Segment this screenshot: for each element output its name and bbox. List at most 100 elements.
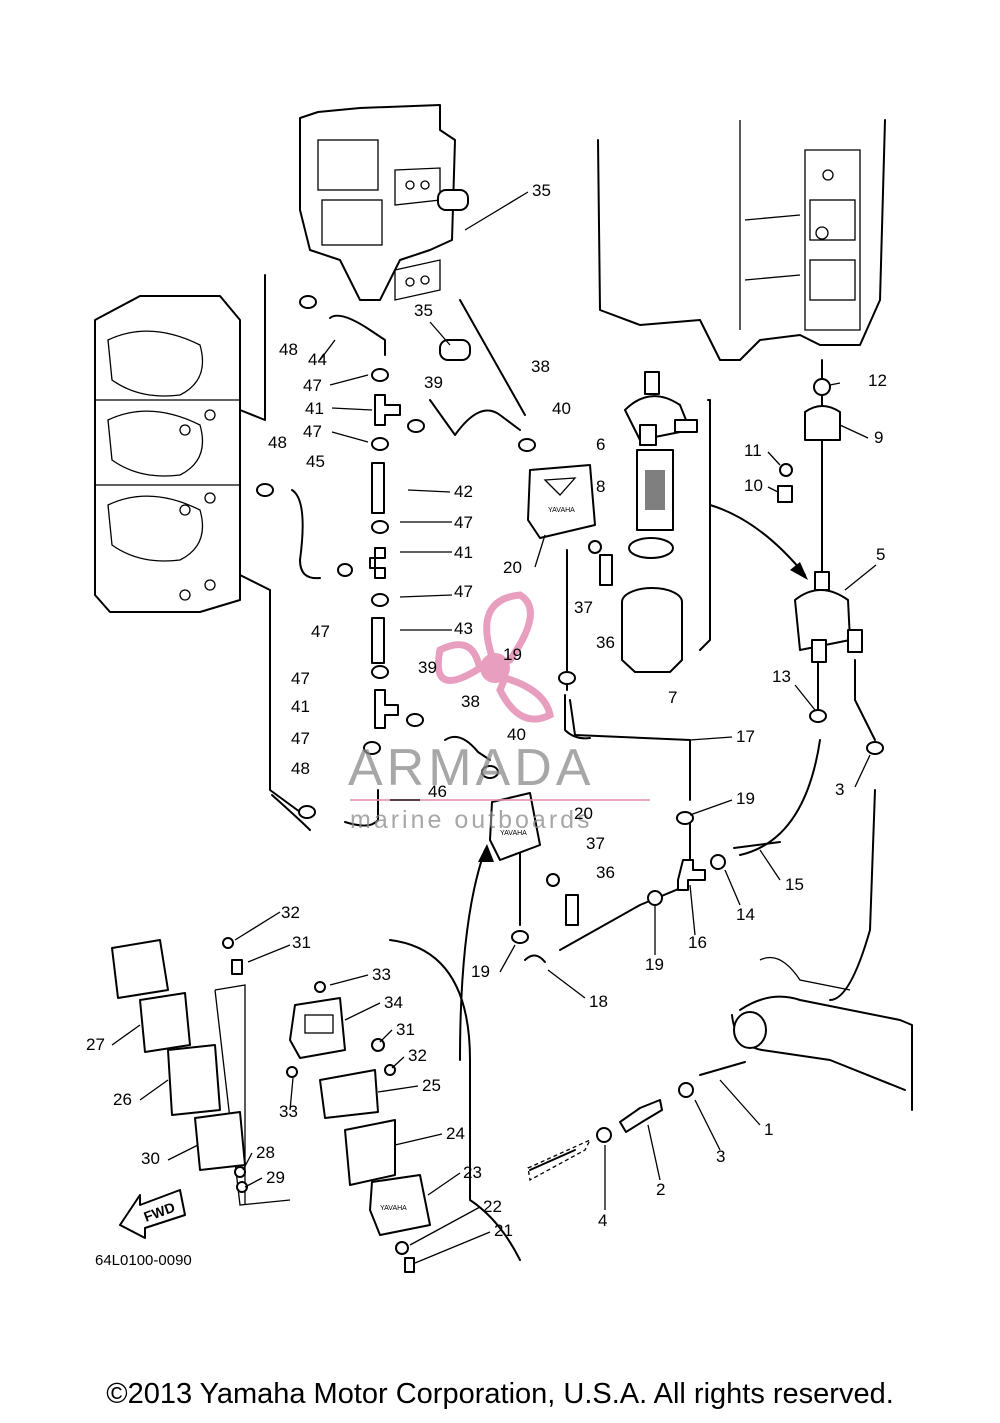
callout-28: 28: [256, 1143, 275, 1162]
fuel-filter-bracket: [804, 405, 841, 441]
callout-11: 11: [744, 441, 762, 460]
o-ring: [628, 537, 674, 559]
callout-37: 37: [574, 598, 593, 617]
callout-48: 48: [268, 433, 287, 452]
callout-40: 40: [552, 399, 571, 418]
callout-38: 38: [531, 357, 550, 376]
joint-41c: [374, 689, 399, 729]
callout-leader-lines: [111, 191, 877, 1264]
callout-2: 2: [656, 1180, 665, 1199]
callout-14: 14: [736, 905, 755, 924]
callout-1: 1: [764, 1120, 773, 1139]
callout-24: 24: [446, 1124, 465, 1143]
callout-39: 39: [424, 373, 443, 392]
callout-36: 36: [596, 633, 615, 652]
hose-46: [344, 789, 379, 827]
callout-35: 35: [532, 181, 551, 200]
washer: [779, 463, 793, 477]
hose-17: [564, 694, 591, 740]
callout-31: 31: [292, 933, 311, 952]
callout-37: 37: [586, 834, 605, 853]
hose-38-lower: [444, 736, 491, 761]
fuel-system-exploded-diagram: YAVAHA YAVAHA YAVAHA: [86, 104, 913, 1273]
callout-9: 9: [874, 428, 883, 447]
pump-housing-34: [289, 997, 346, 1059]
joint-2: [619, 1099, 663, 1133]
callout-48: 48: [279, 340, 298, 359]
callout-13: 13: [772, 667, 791, 686]
propeller-logo: [434, 591, 554, 723]
callout-19: 19: [471, 962, 490, 981]
callout-21: 21: [494, 1221, 513, 1240]
callout-33: 33: [279, 1102, 298, 1121]
callout-27: 27: [86, 1035, 105, 1054]
gasket-27: [139, 992, 191, 1053]
filter-cup: [621, 587, 683, 673]
callout-19: 19: [645, 955, 664, 974]
callout-22: 22: [483, 1197, 502, 1216]
callout-33: 33: [372, 965, 391, 984]
callout-29: 29: [266, 1168, 285, 1187]
gasket-30: [194, 1111, 246, 1171]
callout-41: 41: [305, 399, 324, 418]
callout-10: 10: [744, 476, 763, 495]
callout-35: 35: [414, 301, 433, 320]
callout-42: 42: [454, 482, 473, 501]
callout-34: 34: [384, 993, 403, 1012]
callout-32: 32: [281, 903, 300, 922]
hose-routing-lines: [239, 274, 876, 1171]
diaphragm: [344, 1119, 396, 1186]
joint-41a: [374, 394, 401, 426]
fuel-pump-lower: YAVAHA: [489, 792, 541, 861]
joint-41b: [369, 547, 386, 579]
copyright-notice: ©2013 Yamaha Motor Corporation, U.S.A. A…: [106, 1378, 894, 1410]
callout-8: 8: [596, 477, 605, 496]
callout-47: 47: [454, 513, 473, 532]
fuel-filter-element: [636, 449, 674, 531]
bolt: [777, 485, 793, 503]
callout-47: 47: [291, 729, 310, 748]
diaphragm-26: [167, 1044, 221, 1116]
cylinder-head-outline: [299, 104, 456, 301]
callout-6: 6: [596, 435, 605, 454]
callout-45: 45: [306, 452, 325, 471]
callout-4: 4: [598, 1211, 607, 1230]
callout-47: 47: [291, 669, 310, 688]
hose-dashed: [527, 1138, 592, 1182]
bolts-washers: [222, 189, 613, 1273]
diagram-code: 64L0100-0090: [95, 1252, 192, 1269]
lower-casing-outline: [731, 956, 913, 1111]
callout-15: 15: [785, 875, 804, 894]
callout-38: 38: [461, 692, 480, 711]
hose-42: [371, 462, 385, 514]
hose-45: [291, 489, 321, 580]
callout-39: 39: [418, 658, 437, 677]
callout-26: 26: [113, 1090, 132, 1109]
hose-44: [329, 314, 386, 356]
gasket-25: [319, 1069, 379, 1119]
callout-47: 47: [454, 582, 473, 601]
callout-40: 40: [507, 725, 526, 744]
callout-31: 31: [396, 1020, 415, 1039]
pump-cover-27top: [111, 939, 169, 999]
callout-46: 46: [428, 782, 447, 801]
callout-25: 25: [422, 1076, 441, 1095]
callout-3: 3: [716, 1147, 725, 1166]
callout-numbers: 35 35 48 44 47 39 38 41 40 47 48 6 45 8 …: [86, 181, 887, 1240]
callout-32: 32: [408, 1046, 427, 1065]
callout-20: 20: [574, 804, 593, 823]
callout-19: 19: [503, 645, 522, 664]
watermark-tagline: marine outboards: [350, 806, 593, 834]
callout-17: 17: [736, 727, 755, 746]
fuel-filter-cap-assembly: [624, 371, 698, 446]
callout-5: 5: [876, 545, 885, 564]
joint-16: [677, 859, 706, 891]
callout-47: 47: [303, 376, 322, 395]
callout-12: 12: [868, 371, 887, 390]
watermark-brand: ARMADA: [348, 739, 594, 797]
crankcase-outline: [597, 119, 886, 361]
callout-30: 30: [141, 1149, 160, 1168]
callout-43: 43: [454, 619, 473, 638]
callout-7: 7: [668, 688, 677, 707]
carburetor-stack-outline: [94, 295, 241, 613]
